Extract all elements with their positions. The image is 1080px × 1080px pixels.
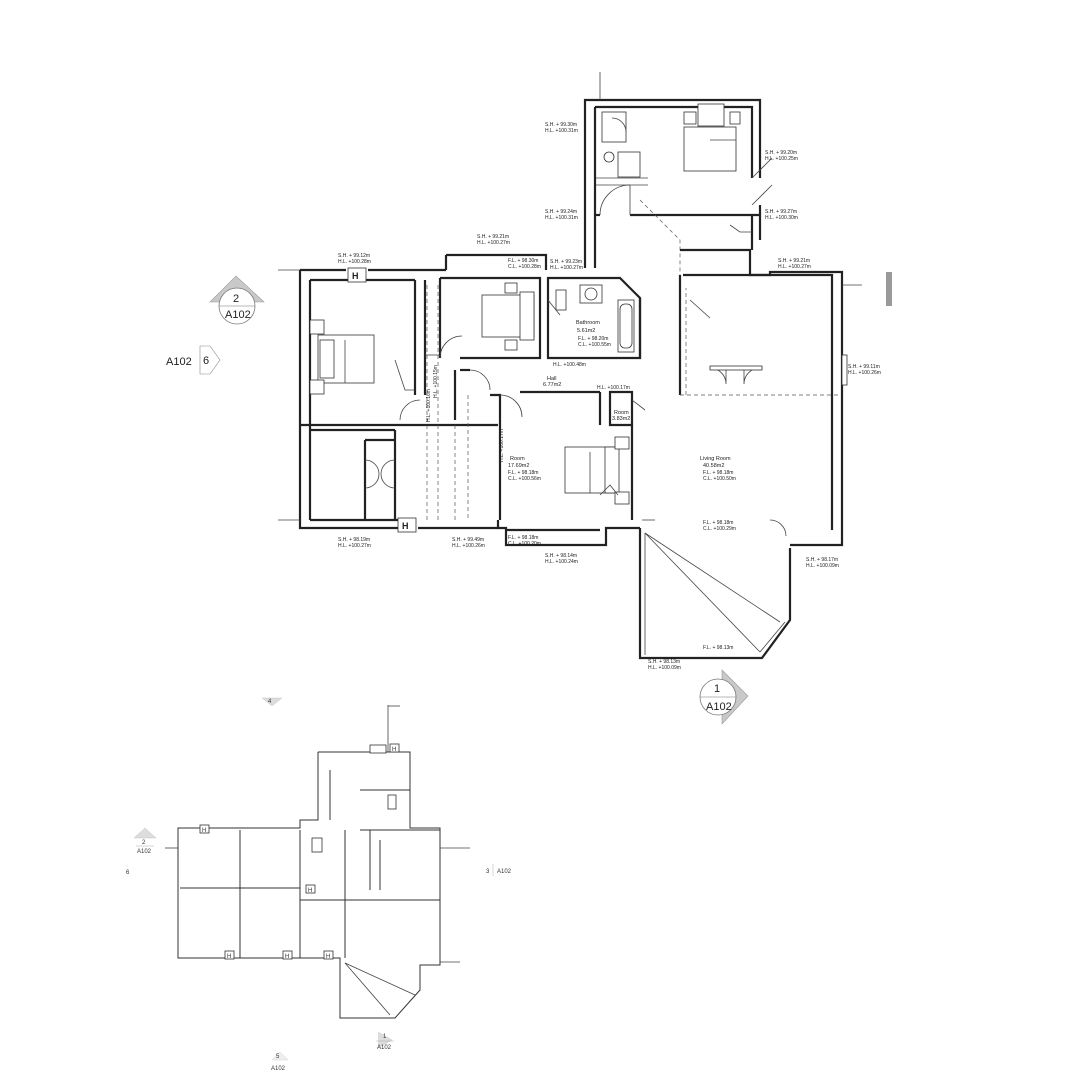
left-bedroom bbox=[298, 253, 548, 520]
key-h-marker: H bbox=[227, 954, 231, 960]
vertical-level-label: H.L. +100.17m bbox=[499, 429, 505, 462]
section-tag-number: 6 bbox=[203, 355, 209, 367]
section-tag-ref: A102 bbox=[271, 1066, 286, 1072]
section-tag-ref: A102 bbox=[166, 356, 192, 368]
key-section-tag-5[interactable]: 5 A102 bbox=[271, 1051, 289, 1072]
section-tag-number: 4 bbox=[268, 699, 272, 705]
section-tag-ref: A102 bbox=[706, 701, 732, 713]
section-tag-6[interactable]: A102 6 bbox=[166, 345, 221, 375]
key-section-tag-2[interactable]: 2 A102 bbox=[133, 827, 157, 855]
key-section-tag-6[interactable]: 6 bbox=[126, 870, 130, 876]
key-section-tag-3[interactable]: 3 A102 bbox=[486, 864, 512, 876]
key-h-marker: H bbox=[308, 888, 312, 894]
h-marker-bottom: H bbox=[397, 517, 417, 533]
key-h-marker: H bbox=[202, 828, 206, 834]
key-section-tag-1[interactable]: 1 A102 bbox=[376, 1031, 394, 1051]
section-tag-number: 5 bbox=[276, 1054, 280, 1060]
level-label: H.L. +100.17m bbox=[597, 385, 630, 391]
key-section-tag-4[interactable]: 4 bbox=[261, 697, 283, 707]
key-h-marker: H bbox=[326, 954, 330, 960]
section-arrow-icon bbox=[200, 345, 221, 375]
section-tag-ref: A102 bbox=[225, 309, 251, 321]
room-17 bbox=[496, 425, 640, 547]
section-tag-number: 2 bbox=[142, 840, 146, 846]
h-marker-top: H bbox=[347, 267, 367, 283]
lower-left-room bbox=[278, 269, 498, 530]
top-bedroom-wing bbox=[583, 72, 773, 275]
section-tag-ref: A102 bbox=[497, 869, 512, 875]
section-tag-number: 6 bbox=[126, 870, 130, 876]
section-tag-number: 1 bbox=[383, 1034, 387, 1040]
vertical-level-label: H.L. +100.16m bbox=[426, 389, 432, 422]
section-tag-1[interactable]: 1 A102 bbox=[699, 669, 749, 725]
section-tag-number: 2 bbox=[233, 293, 239, 305]
h-marker-top-label: H bbox=[352, 271, 359, 281]
section-tag-ref: A102 bbox=[137, 849, 152, 855]
hall-area bbox=[453, 368, 646, 520]
h-marker-bottom-label: H bbox=[402, 521, 409, 531]
section-tag-2[interactable]: 2 A102 bbox=[209, 275, 265, 325]
key-h-marker: H bbox=[285, 954, 289, 960]
section-tag-number: 1 bbox=[714, 683, 720, 695]
key-plan: H H H H H H 4 2 A102 6 3 A102 bbox=[126, 697, 512, 1072]
scale-marker bbox=[886, 272, 892, 306]
key-h-marker: H bbox=[392, 747, 396, 753]
bathroom bbox=[546, 276, 642, 360]
vertical-level-label: H.L. +100.15m bbox=[433, 365, 439, 398]
level-label: F.L. + 98.13m bbox=[703, 645, 733, 651]
middle-bedroom bbox=[438, 276, 542, 360]
section-tag-ref: A102 bbox=[377, 1045, 392, 1051]
bay-window bbox=[638, 528, 792, 660]
section-tag-number: 3 bbox=[486, 869, 490, 875]
living-room bbox=[638, 248, 862, 547]
level-label: H.L. +100.48m bbox=[553, 362, 586, 368]
